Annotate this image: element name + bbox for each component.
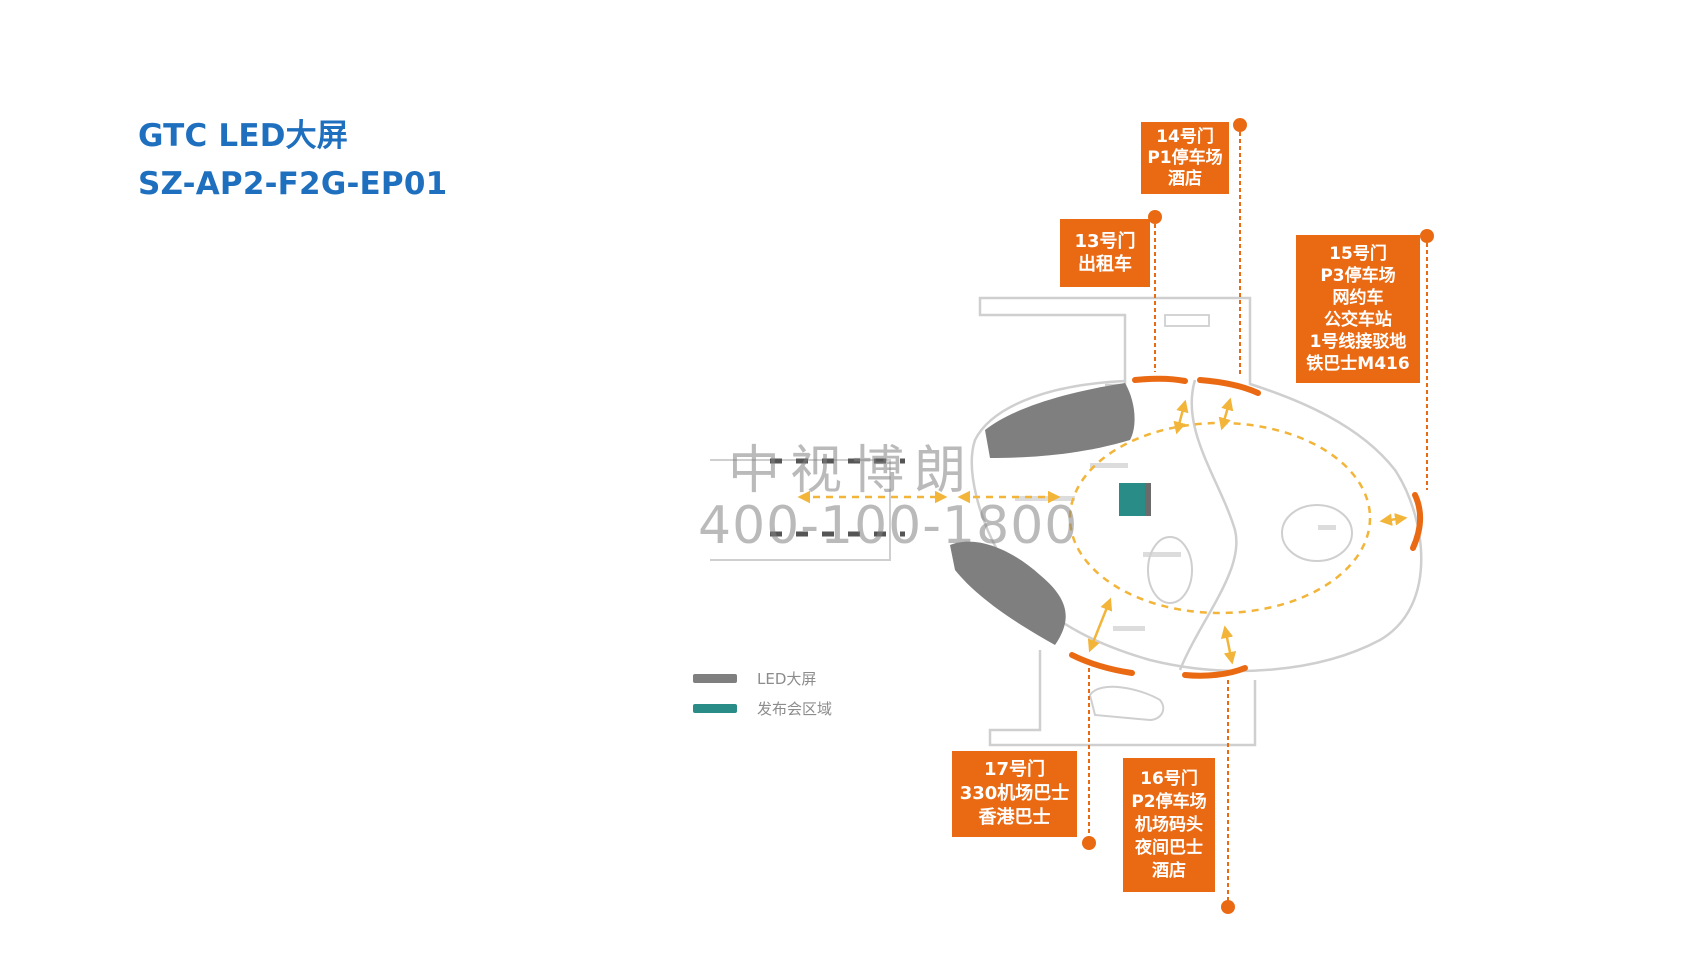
- gate-13-box: 13号门 出租车: [1060, 219, 1150, 287]
- gate-16-line-2: P2停车场: [1131, 791, 1207, 812]
- gate-13-line-2: 出租车: [1078, 254, 1132, 275]
- gate-16-line-1: 16号门: [1140, 768, 1198, 789]
- gate-14-line-1: 14号门: [1156, 126, 1214, 147]
- gate-15-line-4: 公交车站: [1324, 310, 1392, 330]
- legend-event-swatch: [693, 704, 737, 713]
- location-code: SZ-AP2-F2G-EP01: [138, 166, 448, 202]
- page-title: GTC LED大屏: [138, 118, 349, 154]
- gate-15-line-2: P3停车场: [1320, 266, 1396, 286]
- gate-14-line-3: 酒店: [1168, 168, 1202, 189]
- gate-17-line-3: 香港巴士: [978, 807, 1051, 828]
- gate-13-line-1: 13号门: [1074, 231, 1136, 252]
- gate-15-line-1: 15号门: [1329, 244, 1387, 264]
- led-screens: [950, 383, 1135, 645]
- gate-15-line-5: 1号线接驳地: [1309, 332, 1407, 352]
- gate-17-line-2: 330机场巴士: [959, 783, 1070, 804]
- gate-14-box: 14号门 P1停车场 酒店: [1141, 122, 1229, 194]
- led-screen-lower: [950, 541, 1066, 645]
- gate-14-line-2: P1停车场: [1147, 147, 1223, 168]
- gate-doors: [1069, 375, 1423, 679]
- gate-15-box: 15号门 P3停车场 网约车 公交车站 1号线接驳地 铁巴士M416: [1296, 235, 1420, 383]
- legend-led-swatch: [693, 674, 737, 683]
- gate-16-line-3: 机场码头: [1135, 814, 1203, 835]
- legend-led-label: LED大屏: [757, 670, 817, 688]
- led-screen-upper: [985, 383, 1135, 458]
- circulation-loop: [1068, 421, 1372, 615]
- gate-17-line-1: 17号门: [983, 759, 1046, 780]
- gate-16-line-5: 酒店: [1152, 860, 1186, 881]
- gate-15-line-3: 网约车: [1332, 288, 1384, 308]
- gate-16-line-4: 夜间巴士: [1135, 837, 1203, 858]
- gate-17-box: 17号门 330机场巴士 香港巴士: [952, 751, 1077, 837]
- legend-event-area: 发布会区域: [693, 698, 832, 719]
- legend-event-label: 发布会区域: [757, 700, 833, 718]
- event-area: [1119, 483, 1145, 516]
- gate-16-box: 16号门 P2停车场 机场码头 夜间巴士 酒店: [1123, 758, 1215, 892]
- gate-15-line-6: 铁巴士M416: [1306, 354, 1410, 374]
- legend-led: LED大屏: [693, 668, 816, 689]
